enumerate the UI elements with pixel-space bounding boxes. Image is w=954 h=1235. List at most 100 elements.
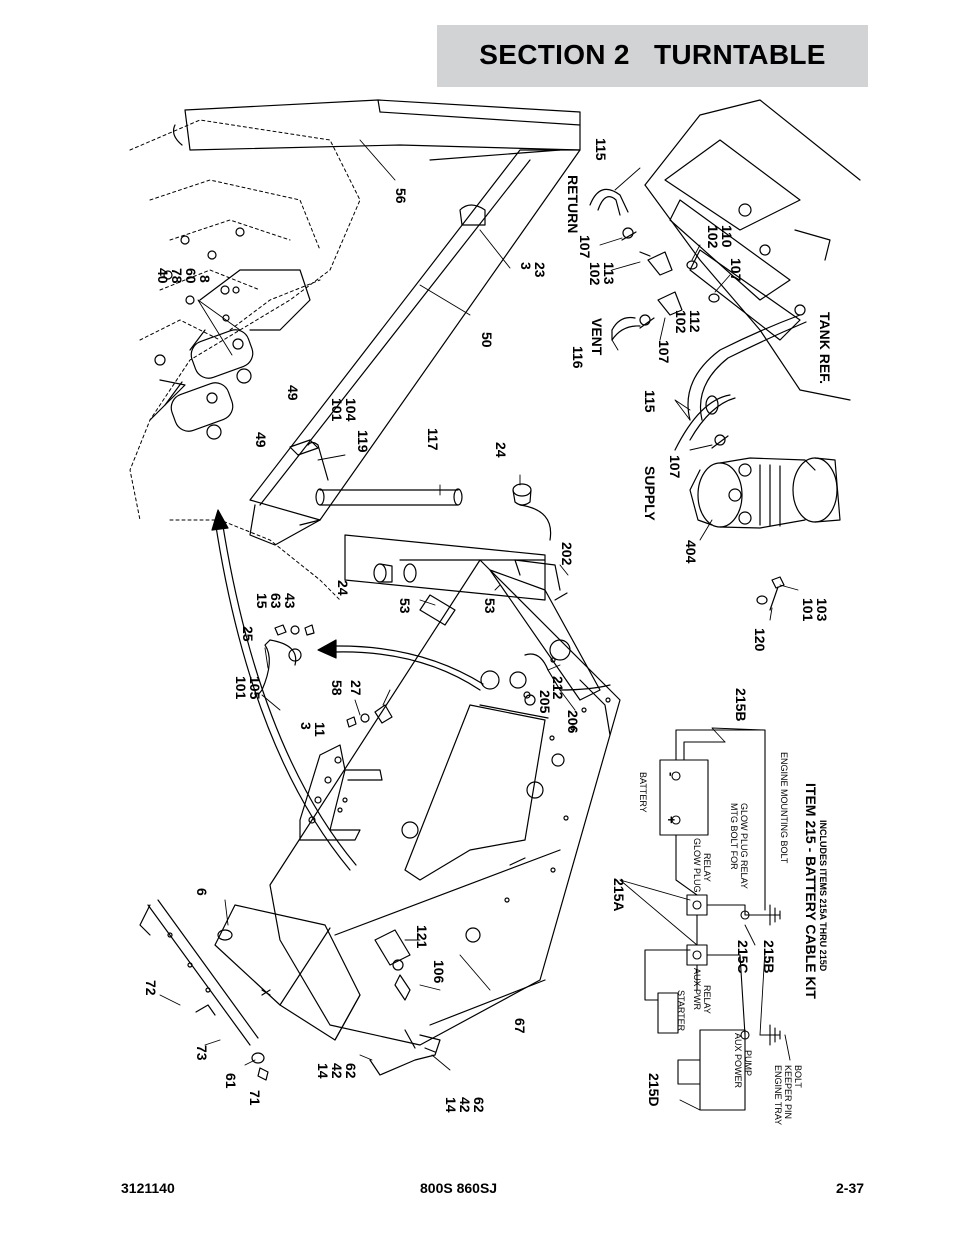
label-vent: VENT bbox=[589, 318, 605, 356]
callout-6: 6 bbox=[194, 888, 210, 896]
callout-23: 23 bbox=[532, 262, 548, 278]
kit-label-aux-pwr: AUX PWR bbox=[692, 968, 702, 1011]
callout-56: 56 bbox=[393, 188, 409, 204]
kit-battery-minus: - bbox=[664, 772, 679, 776]
solenoid-bracket bbox=[149, 269, 311, 421]
bushing-24-left bbox=[373, 563, 393, 583]
holddown-14-42-62 bbox=[369, 1029, 441, 1076]
callout-25: 25 bbox=[240, 626, 256, 642]
label-supply: SUPPLY bbox=[642, 466, 658, 521]
battery-6 bbox=[214, 904, 361, 1041]
callout-71: 71 bbox=[247, 1090, 263, 1106]
kit-label-engine-tray: ENGINE TRAY bbox=[773, 1065, 783, 1125]
kit-callout-215c: 215C bbox=[735, 940, 751, 973]
tank-reference bbox=[644, 99, 861, 401]
turntable-base-plate bbox=[269, 559, 621, 1046]
callout-107-tank: 107 bbox=[728, 258, 744, 282]
callout-107-vent: 107 bbox=[656, 340, 672, 364]
washer-102-c bbox=[708, 293, 720, 303]
washer-102-a bbox=[686, 260, 698, 270]
callout-78: 78 bbox=[169, 268, 185, 284]
bolt-101-103 bbox=[756, 576, 785, 611]
callout-8: 8 bbox=[197, 275, 213, 283]
kit-label-pump: PUMP bbox=[743, 1050, 753, 1076]
kit-callout-215b-top: 215B bbox=[733, 688, 749, 721]
callout-14-a: 14 bbox=[315, 1063, 331, 1079]
fitting-107-supply bbox=[711, 434, 729, 449]
callout-49-lower: 49 bbox=[253, 432, 269, 448]
callout-101-b: 101 bbox=[233, 676, 249, 700]
callout-104: 104 bbox=[343, 398, 359, 422]
cable-loop-205 bbox=[480, 592, 611, 699]
kit-label-engine-mounting-bolt: ENGINE MOUNTING BOLT bbox=[779, 752, 789, 864]
hose-115-return bbox=[589, 188, 629, 216]
callout-115-top: 115 bbox=[593, 138, 609, 161]
callout-67: 67 bbox=[512, 1018, 528, 1034]
callout-42-a: 42 bbox=[329, 1063, 345, 1079]
callout-24-right: 24 bbox=[493, 442, 509, 458]
fuel-pump-404 bbox=[689, 457, 841, 529]
kit-label-glow-relay: RELAY bbox=[702, 853, 712, 882]
callout-73: 73 bbox=[194, 1045, 210, 1061]
callout-42-b: 42 bbox=[457, 1097, 473, 1113]
frame-rail-50 bbox=[249, 149, 581, 546]
callout-62-a: 62 bbox=[343, 1063, 359, 1079]
supply-hoses-115 bbox=[674, 314, 807, 451]
rail-plate bbox=[429, 149, 561, 226]
battery-cable-25 bbox=[257, 639, 302, 696]
elbow-113 bbox=[639, 251, 673, 276]
callout-101-a: 101 bbox=[329, 398, 345, 422]
callout-61: 61 bbox=[223, 1073, 239, 1089]
kit-battery-plus: + bbox=[664, 816, 679, 824]
leader-lines bbox=[159, 139, 799, 1111]
callout-60: 60 bbox=[183, 268, 199, 284]
bolt-101-104 bbox=[289, 439, 329, 481]
callout-117: 117 bbox=[425, 428, 441, 451]
washer-61-nut-71 bbox=[251, 1052, 269, 1081]
callout-119: 119 bbox=[355, 430, 371, 453]
callout-202: 202 bbox=[559, 542, 575, 566]
callout-103: 103 bbox=[814, 598, 830, 622]
kit-label-bolt: BOLT bbox=[793, 1065, 803, 1088]
callout-labels: 40 78 60 8 49 49 56 3 23 50 101 104 119 … bbox=[143, 138, 833, 1113]
engine-bolts bbox=[154, 227, 245, 366]
solenoid-49-upper bbox=[189, 329, 254, 384]
kit-label-mtg-bolt-1: MTG BOLT FOR bbox=[729, 803, 739, 870]
callout-105: 105 bbox=[247, 676, 263, 700]
callout-53-right: 53 bbox=[482, 598, 498, 614]
kit-label-keeper-pin: KEEPER PIN bbox=[783, 1065, 793, 1119]
relay-bracket bbox=[299, 744, 383, 841]
hardware-15-63-43 bbox=[274, 624, 315, 636]
kit-callout-215b-bottom: 215B bbox=[761, 940, 777, 973]
pivot-tube bbox=[344, 504, 552, 601]
callout-101-c: 101 bbox=[800, 598, 816, 622]
bracket-121-106 bbox=[374, 929, 411, 1001]
cable-arrow-right bbox=[317, 639, 484, 691]
kit-label-starter: STARTER bbox=[676, 990, 686, 1032]
kit-title: ITEM 215 - BATTERY CABLE KIT bbox=[803, 783, 819, 999]
callout-63: 63 bbox=[268, 593, 284, 609]
holddown-bar-72 bbox=[139, 899, 259, 1046]
callout-113: 113 bbox=[601, 262, 617, 285]
shaft-117 bbox=[315, 488, 463, 506]
fitting-107-return bbox=[621, 227, 637, 241]
callout-121: 121 bbox=[414, 925, 430, 949]
callout-102-b: 102 bbox=[705, 225, 721, 249]
kit-callout-215a: 215A bbox=[611, 878, 627, 911]
callout-120: 120 bbox=[752, 628, 768, 652]
kit-label-aux-relay: RELAY bbox=[702, 985, 712, 1014]
label-tank-ref: TANK REF. bbox=[817, 312, 833, 384]
callout-27: 27 bbox=[348, 680, 364, 696]
hose-116-vent bbox=[611, 316, 641, 341]
callout-212: 212 bbox=[550, 676, 566, 700]
hardware-3-11-58-27 bbox=[346, 704, 393, 728]
elbow-112 bbox=[657, 291, 683, 316]
bracket-53 bbox=[419, 559, 601, 701]
cable-arrow-left bbox=[211, 509, 357, 871]
callout-40: 40 bbox=[155, 268, 171, 284]
callout-107-supply: 107 bbox=[667, 455, 683, 479]
callout-72: 72 bbox=[143, 980, 159, 996]
callout-112: 112 bbox=[687, 310, 703, 333]
footer-doc-number: 3121140 bbox=[121, 1180, 175, 1196]
callout-107-return: 107 bbox=[577, 235, 593, 259]
